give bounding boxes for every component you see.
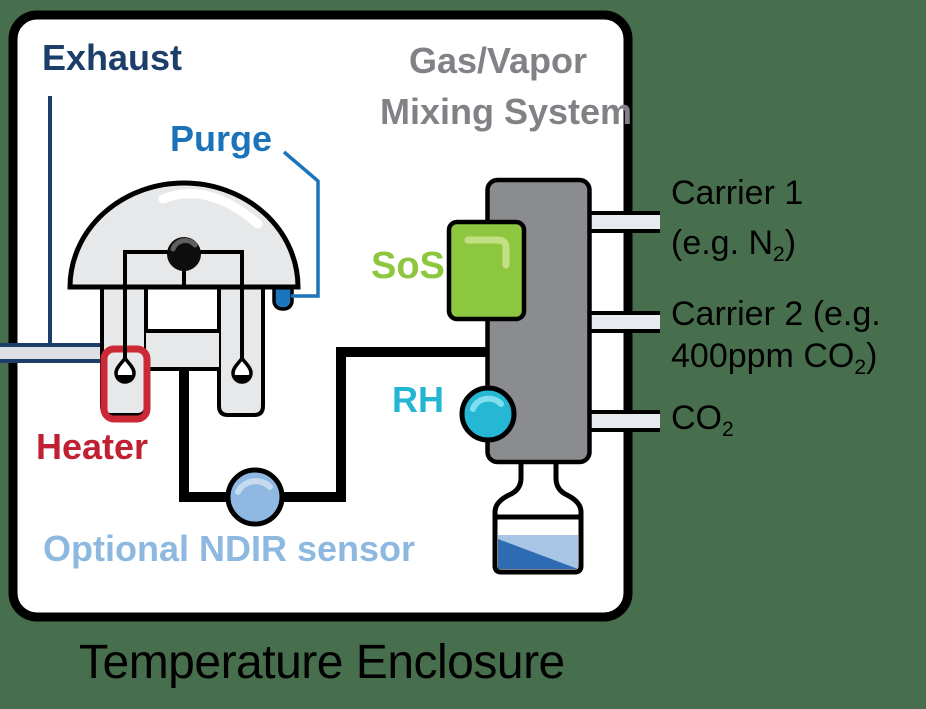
label-heater: Heater (36, 426, 149, 467)
pendant-droplet-left (114, 354, 136, 384)
carrier1-subscript: 2 (773, 242, 785, 266)
bottle-liquid-dark (498, 539, 578, 569)
label-rh: RH (392, 379, 444, 420)
label-carrier2-line1: Carrier 2 (e.g. (671, 295, 881, 333)
exhaust-pipe (0, 96, 104, 363)
label-carrier2-line2: 400ppm CO2) (671, 337, 878, 379)
bubbler-bottle (492, 460, 584, 575)
rh-sensor-circle (459, 385, 517, 443)
carrier2-subscript: 2 (854, 355, 867, 379)
sos-sensor-box (446, 219, 527, 322)
ndir-highlight (235, 478, 273, 495)
rh-highlight (470, 395, 504, 412)
label-carrier1-line1: Carrier 1 (671, 174, 804, 212)
chamber-crossbar (146, 331, 219, 369)
title-line2: Mixing System (380, 91, 633, 132)
pendant-droplet-right (231, 354, 253, 384)
label-carrier1-line2: (e.g. N2) (671, 224, 797, 266)
knob-highlight (170, 238, 198, 252)
label-purge: Purge (170, 118, 273, 159)
label-exhaust: Exhaust (42, 37, 183, 78)
sample-chamber (67, 180, 301, 423)
dome-highlight (158, 189, 263, 229)
label-sos: SoS (371, 245, 445, 287)
sos-highlight (464, 236, 510, 269)
label-ndir: Optional NDIR sensor (43, 528, 416, 569)
gas-tube (179, 347, 488, 502)
label-co2: CO2 (671, 399, 734, 441)
purge-connector-line (282, 150, 320, 298)
co2-subscript: 2 (722, 417, 734, 441)
ndir-sensor-circle (225, 467, 285, 527)
title-line1: Gas/Vapor (408, 40, 588, 81)
enclosure-caption: Temperature Enclosure (79, 636, 565, 689)
page-title: Gas/Vapor Mixing System (380, 35, 633, 137)
co2-port (591, 410, 660, 432)
carrier1-port (591, 211, 660, 233)
carrier2-port (591, 311, 660, 333)
